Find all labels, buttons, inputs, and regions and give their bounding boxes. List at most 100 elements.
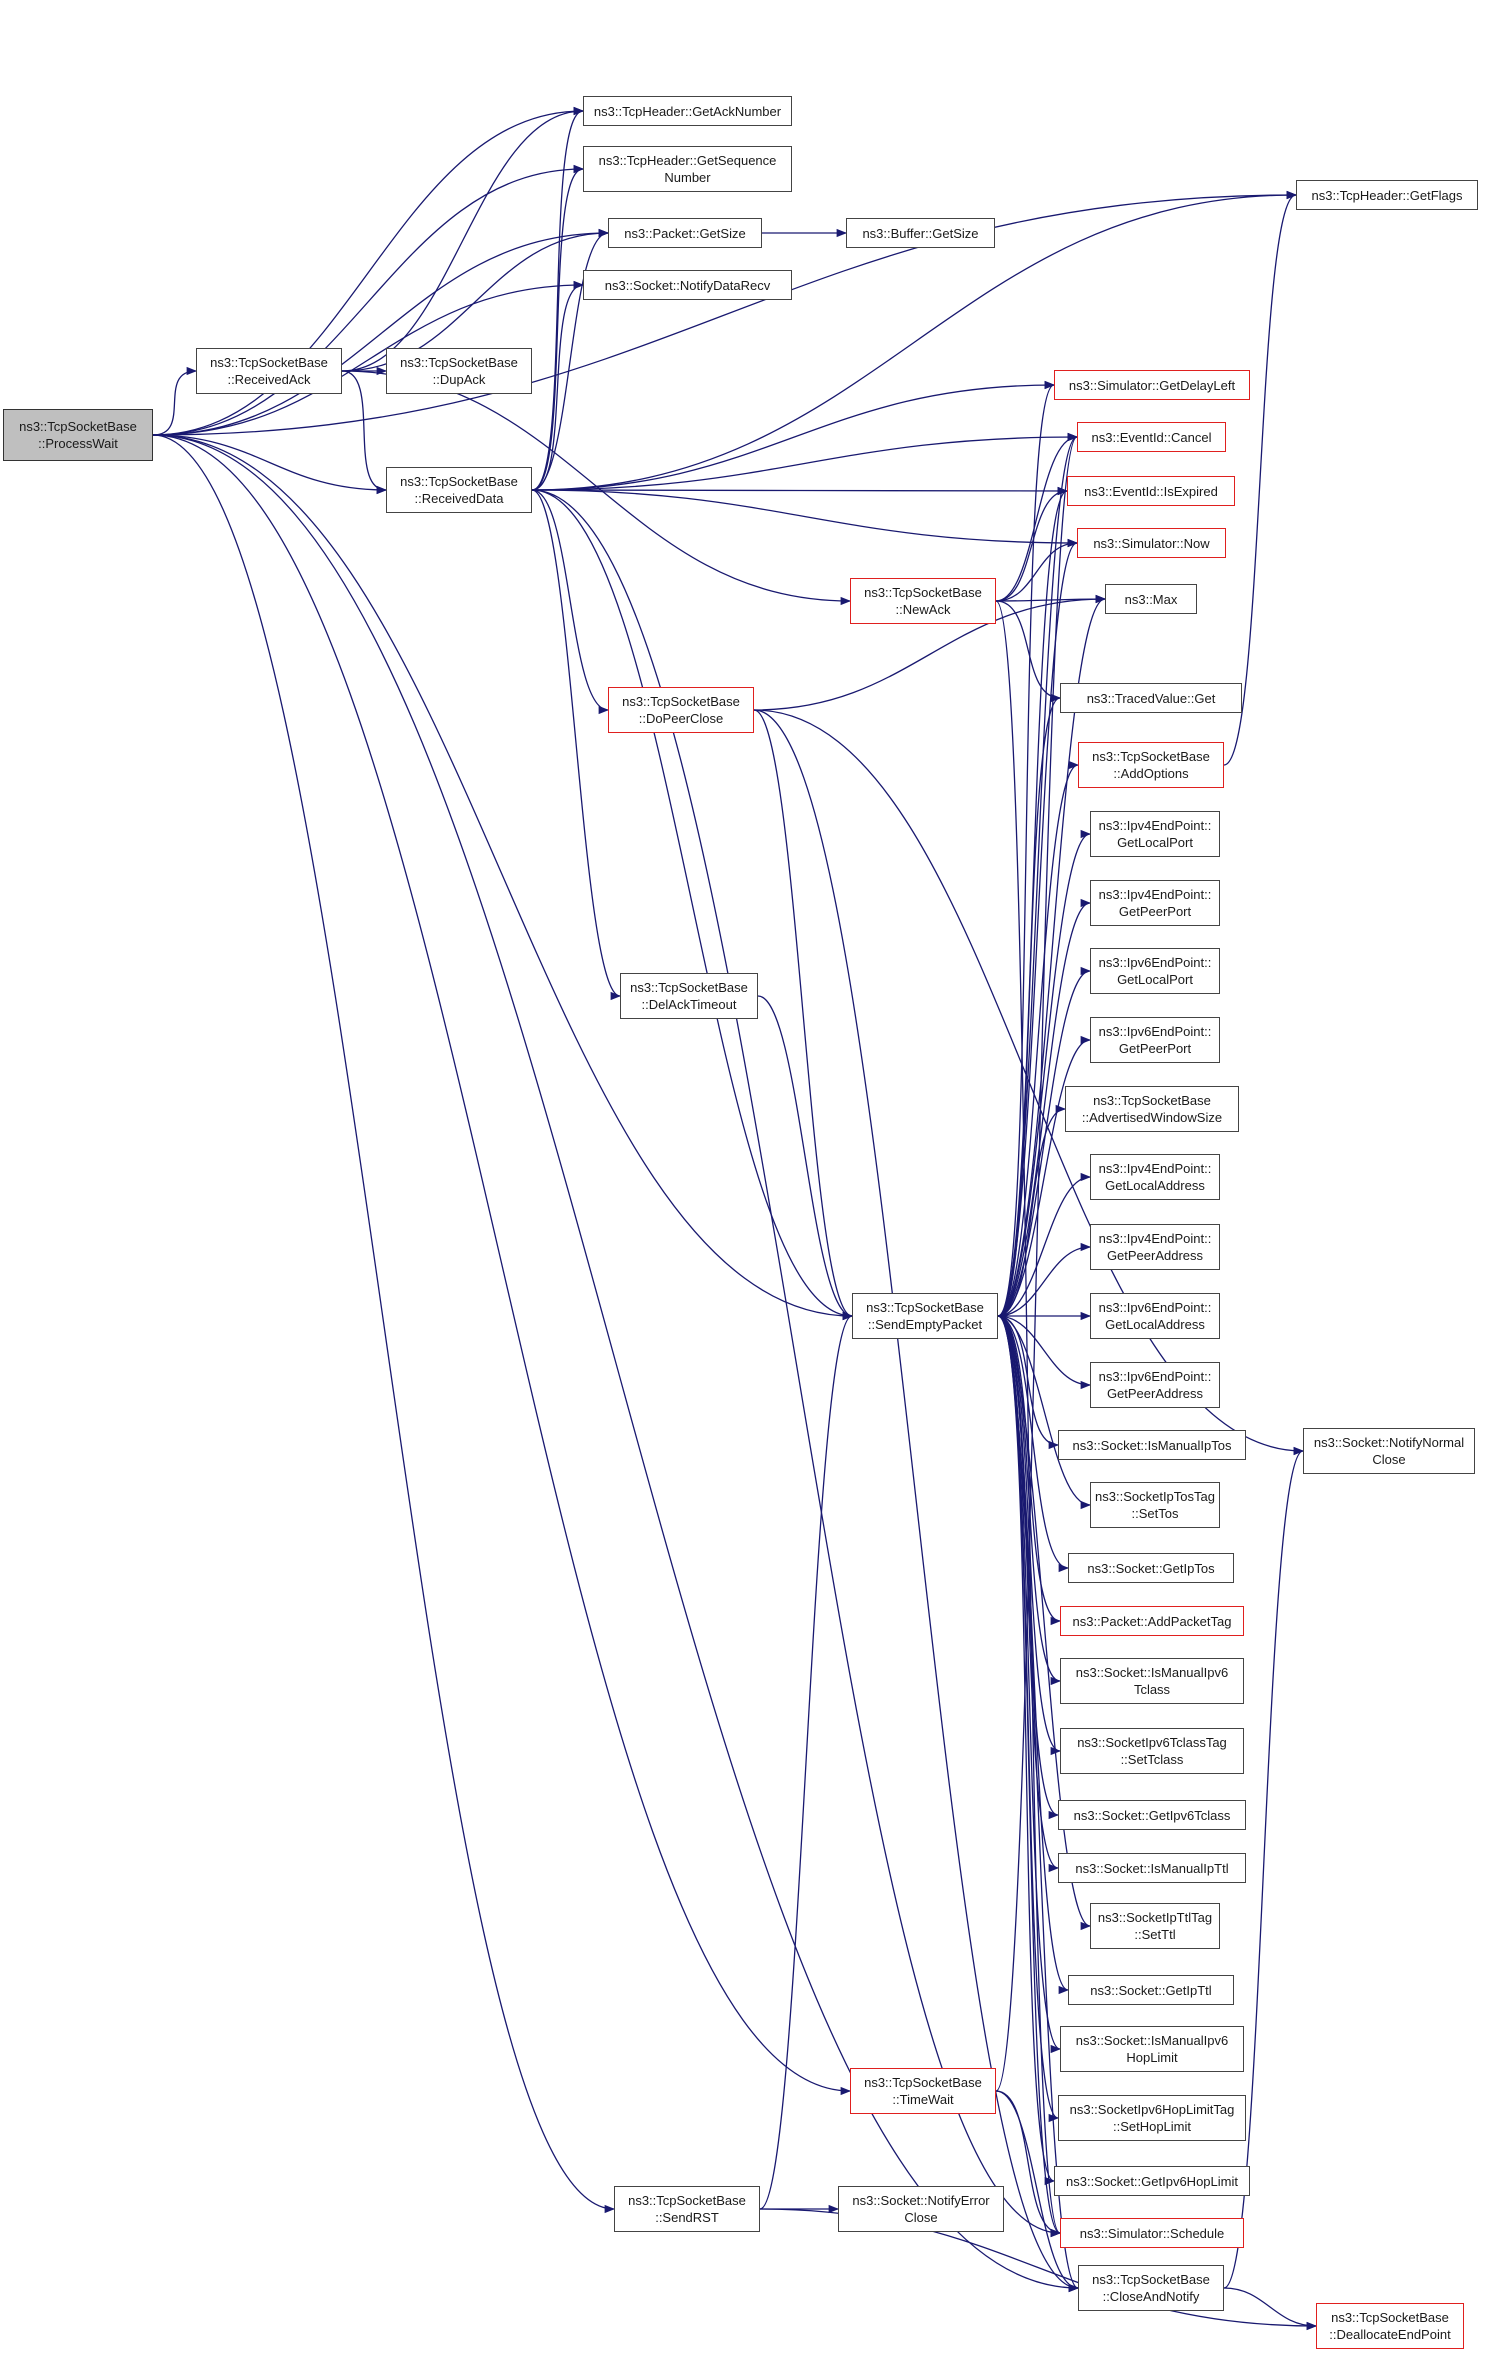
node-label-line: ns3::SocketIpv6HopLimitTag (1069, 2102, 1235, 2117)
node-ipv6-getpeerport[interactable]: ns3::Ipv6EndPoint::GetPeerPort (1090, 1017, 1220, 1063)
edge-sendemptypacket-to-getipttl (997, 1315, 1070, 1995)
node-ipv4-getlocaladdress[interactable]: ns3::Ipv4EndPoint::GetLocalAddress (1090, 1154, 1220, 1200)
node-newack[interactable]: ns3::TcpSocketBase::NewAck (850, 578, 996, 624)
node-label-line: GetPeerAddress (1106, 1248, 1204, 1263)
node-addpackettag[interactable]: ns3::Packet::AddPacketTag (1060, 1606, 1244, 1636)
node-ipv4-getlocalport[interactable]: ns3::Ipv4EndPoint::GetLocalPort (1090, 811, 1220, 857)
node-dopeerclose[interactable]: ns3::TcpSocketBase::DoPeerClose (608, 687, 754, 733)
node-getipttl[interactable]: ns3::Socket::GetIpTtl (1068, 1975, 1234, 2005)
node-label-line: ns3::Socket::IsManualIpTos (1072, 1437, 1232, 1453)
edge-sendemptypacket-to-advertisedwindowsize (997, 1104, 1067, 1317)
node-sendrst[interactable]: ns3::TcpSocketBase::SendRST (614, 2186, 760, 2232)
node-label-line: ns3::TcpSocketBase (400, 355, 518, 370)
node-label-line: ns3::Socket::NotifyDataRecv (604, 277, 771, 293)
edge-receiveddata-to-cancel (531, 432, 1079, 491)
edge-sendemptypacket-to-tracedvalue-get (997, 693, 1062, 1317)
node-label-line: HopLimit (1126, 2050, 1178, 2065)
edge-newack-to-schedule (995, 600, 1062, 2237)
node-addoptions[interactable]: ns3::TcpSocketBase::AddOptions (1078, 742, 1224, 788)
node-ipv6-getpeeraddress[interactable]: ns3::Ipv6EndPoint::GetPeerAddress (1090, 1362, 1220, 1408)
node-ipv6-getlocalport[interactable]: ns3::Ipv6EndPoint::GetLocalPort (1090, 948, 1220, 994)
node-setttl[interactable]: ns3::SocketIpTtlTag::SetTtl (1090, 1903, 1220, 1949)
edge-processwait-to-getflags (152, 190, 1298, 436)
node-getipv6hoplimit[interactable]: ns3::Socket::GetIpv6HopLimit (1054, 2166, 1250, 2196)
edge-sendemptypacket-to-getiptos (997, 1315, 1070, 1573)
node-label-line: ns3::SocketIpTtlTag (1097, 1910, 1213, 1925)
edge-processwait-to-getsequencenumber (152, 164, 585, 436)
node-cancel[interactable]: ns3::EventId::Cancel (1077, 422, 1226, 452)
edge-sendemptypacket-to-ismanualipv6tclass (997, 1315, 1062, 1686)
edge-receiveddata-to-sendemptypacket (531, 489, 854, 1321)
node-schedule[interactable]: ns3::Simulator::Schedule (1060, 2218, 1244, 2248)
node-packet-getsize[interactable]: ns3::Packet::GetSize (608, 218, 762, 248)
node-label-line: ns3::SocketIpTosTag (1095, 1489, 1215, 1504)
node-label-line: ns3::TcpHeader::GetAckNumber (593, 103, 782, 119)
edge-dopeerclose-to-max (753, 594, 1107, 711)
node-label-line: ns3::TcpSocketBase (1092, 2272, 1210, 2287)
edge-processwait-to-receivedack (152, 366, 198, 436)
node-label-line: ::SetTtl (1134, 1927, 1176, 1942)
node-processwait[interactable]: ns3::TcpSocketBase::ProcessWait (3, 409, 153, 461)
node-deallocateendpoint[interactable]: ns3::TcpSocketBase::DeallocateEndPoint (1316, 2303, 1464, 2349)
node-receivedack[interactable]: ns3::TcpSocketBase::ReceivedAck (196, 348, 342, 394)
node-label-line: ::AddOptions (1113, 766, 1189, 781)
node-label-line: ns3::Socket::GetIpTos (1087, 1560, 1215, 1576)
edge-timewait-to-cancel (995, 433, 1079, 2092)
node-label-line: Close (1372, 1452, 1406, 1467)
node-delacktimeout[interactable]: ns3::TcpSocketBase::DelAckTimeout (620, 973, 758, 1019)
node-socketiptostag-settos[interactable]: ns3::SocketIpTosTag::SetTos (1090, 1482, 1220, 1528)
edge-timewait-to-closeandnotify (995, 2090, 1080, 2293)
edge-processwait-to-sendemptypacket (152, 434, 854, 1321)
node-getdelayleft[interactable]: ns3::Simulator::GetDelayLeft (1054, 370, 1250, 400)
node-sethoplimit[interactable]: ns3::SocketIpv6HopLimitTag::SetHopLimit (1058, 2095, 1246, 2141)
node-label-line: Number (664, 170, 711, 185)
node-getflags[interactable]: ns3::TcpHeader::GetFlags (1296, 180, 1478, 210)
node-tracedvalue-get[interactable]: ns3::TracedValue::Get (1060, 683, 1242, 713)
node-ismanualipttl[interactable]: ns3::Socket::IsManualIpTtl (1058, 1853, 1246, 1883)
node-ipv6-getlocaladdress[interactable]: ns3::Ipv6EndPoint::GetLocalAddress (1090, 1293, 1220, 1339)
node-max[interactable]: ns3::Max (1105, 584, 1197, 614)
node-buffer-getsize[interactable]: ns3::Buffer::GetSize (846, 218, 995, 248)
node-label-line: ns3::Packet::GetSize (624, 225, 746, 241)
edge-delacktimeout-to-sendemptypacket (757, 995, 854, 1321)
node-label-line: ns3::Socket::GetIpTtl (1090, 1982, 1212, 1998)
edge-closeandnotify-to-deallocateendpoint (1223, 2287, 1318, 2331)
edge-sendemptypacket-to-socketiptostag-settos (997, 1315, 1092, 1510)
node-notifydatarecv[interactable]: ns3::Socket::NotifyDataRecv (583, 270, 792, 300)
node-receiveddata[interactable]: ns3::TcpSocketBase::ReceivedData (386, 467, 532, 513)
node-timewait[interactable]: ns3::TcpSocketBase::TimeWait (850, 2068, 996, 2114)
node-label-line: ns3::Socket::NotifyError (852, 2193, 990, 2208)
edge-receivedack-to-packet-getsize (341, 228, 610, 372)
node-settclass[interactable]: ns3::SocketIpv6TclassTag::SetTclass (1060, 1728, 1244, 1774)
edge-processwait-to-closeandnotify (152, 434, 1080, 2293)
node-label-line: ns3::Socket::GetIpv6HopLimit (1066, 2173, 1238, 2189)
node-ipv4-getpeeraddress[interactable]: ns3::Ipv4EndPoint::GetPeerAddress (1090, 1224, 1220, 1270)
node-advertisedwindowsize[interactable]: ns3::TcpSocketBase::AdvertisedWindowSize (1065, 1086, 1239, 1132)
node-label-line: Tclass (1133, 1682, 1171, 1697)
edge-processwait-to-notifydatarecv (152, 280, 585, 436)
node-label-line: ns3::Socket::NotifyNormal (1313, 1435, 1465, 1450)
edge-receiveddata-to-getdelayleft (531, 380, 1056, 491)
edge-processwait-to-timewait (152, 434, 852, 2096)
node-closeandnotify[interactable]: ns3::TcpSocketBase::CloseAndNotify (1078, 2265, 1224, 2311)
node-getipv6tclass[interactable]: ns3::Socket::GetIpv6Tclass (1058, 1800, 1246, 1830)
node-label-line: ::NewAck (895, 602, 951, 617)
node-isexpired[interactable]: ns3::EventId::IsExpired (1067, 476, 1235, 506)
node-ipv4-getpeerport[interactable]: ns3::Ipv4EndPoint::GetPeerPort (1090, 880, 1220, 926)
node-label-line: ns3::Simulator::Schedule (1079, 2225, 1225, 2241)
node-label-line: ns3::Socket::IsManualIpTtl (1075, 1860, 1229, 1876)
node-sendemptypacket[interactable]: ns3::TcpSocketBase::SendEmptyPacket (852, 1293, 998, 1339)
node-label-line: ns3::Socket::IsManualIpv6 (1075, 1665, 1229, 1680)
node-getiptos[interactable]: ns3::Socket::GetIpTos (1068, 1553, 1234, 1583)
node-dupack[interactable]: ns3::TcpSocketBase::DupAck (386, 348, 532, 394)
node-label-line: ns3::TcpSocketBase (866, 1300, 984, 1315)
node-label-line: ::SetHopLimit (1112, 2119, 1192, 2134)
node-ismanualiptos[interactable]: ns3::Socket::IsManualIpTos (1058, 1430, 1246, 1460)
node-getacknumber[interactable]: ns3::TcpHeader::GetAckNumber (583, 96, 792, 126)
node-now[interactable]: ns3::Simulator::Now (1077, 528, 1226, 558)
